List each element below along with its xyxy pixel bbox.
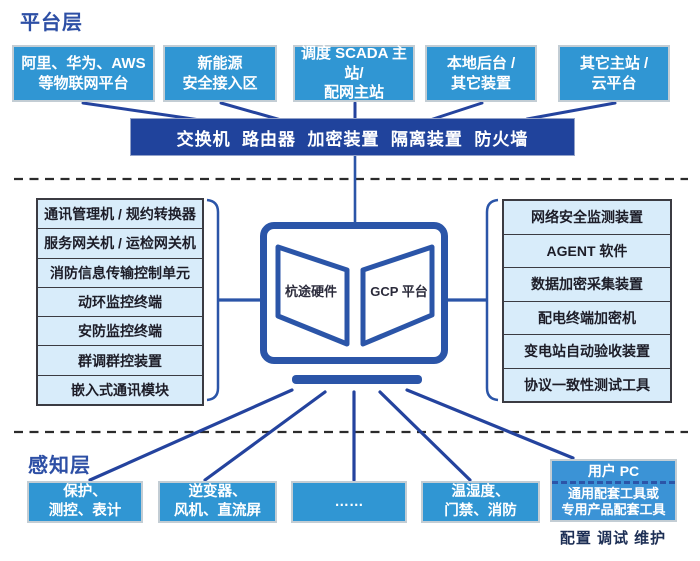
- right-device-item: AGENT 软件: [504, 235, 670, 268]
- sensor-box-ellipsis: ……: [291, 481, 407, 523]
- right-device-item: 数据加密采集装置: [504, 268, 670, 302]
- user-pc-tools-label: 通用配套工具或 专用产品配套工具: [561, 485, 666, 517]
- right-device-item: 配电终端加密机: [504, 302, 670, 335]
- right-device-item: 变电站自动验收装置: [504, 335, 670, 369]
- right-device-list: 网络安全监测装置 AGENT 软件 数据加密采集装置 配电终端加密机 变电站自动…: [502, 199, 672, 403]
- user-pc-box: 用户 PC 通用配套工具或 专用产品配套工具: [550, 459, 677, 522]
- left-device-item: 嵌入式通讯模块: [71, 381, 169, 398]
- top-box-iot-platforms: 阿里、华为、AWS 等物联网平台: [12, 45, 155, 102]
- central-monitor: 杭途硬件 GCP 平台: [260, 222, 448, 364]
- monitor-right-page-label: GCP 平台: [370, 284, 428, 299]
- sensor-box-temp-access-fire: 温湿度、 门禁、消防: [421, 481, 540, 523]
- left-device-item: 安防监控终端: [38, 317, 202, 347]
- user-pc-caption: 配置 调试 维护: [559, 530, 667, 547]
- sensor-box-inverter-fan: 逆变器、 风机、直流屏: [158, 481, 277, 523]
- open-book-icon: [275, 244, 435, 347]
- top-box-local-backend: 本地后台 / 其它装置: [425, 45, 537, 102]
- top-box-new-energy: 新能源 安全接入区: [163, 45, 277, 102]
- left-device-item: 动环监控终端: [38, 288, 202, 318]
- network-equipment-bar: 交换机 路由器 加密装置 隔离装置 防火墙: [130, 118, 575, 156]
- perception-layer-title: 感知层: [28, 455, 91, 477]
- left-bracket: [206, 198, 260, 402]
- monitor-stand: [292, 375, 422, 384]
- platform-layer-title: 平台层: [20, 12, 83, 34]
- top-box-scada-master: 调度 SCADA 主站/ 配网主站: [293, 45, 415, 102]
- monitor-left-page-label: 杭途硬件: [284, 284, 337, 299]
- right-bracket: [447, 198, 499, 402]
- top-box-other-master: 其它主站 / 云平台: [558, 45, 670, 102]
- right-device-item: 网络安全监测装置: [504, 201, 670, 235]
- right-device-item: 协议一致性测试工具: [524, 376, 650, 393]
- left-device-item: 通讯管理机 / 规约转换器: [38, 200, 202, 230]
- left-device-item: 服务网关机 / 运检网关机: [38, 229, 202, 259]
- left-device-item: 消防信息传输控制单元: [38, 259, 202, 288]
- left-device-list: 通讯管理机 / 规约转换器 服务网关机 / 运检网关机 消防信息传输控制单元 动…: [36, 198, 204, 406]
- left-device-item: 群调群控装置: [38, 346, 202, 376]
- sensor-box-protection-metering: 保护、 测控、表计: [27, 481, 143, 523]
- user-pc-header: 用户 PC: [552, 461, 675, 484]
